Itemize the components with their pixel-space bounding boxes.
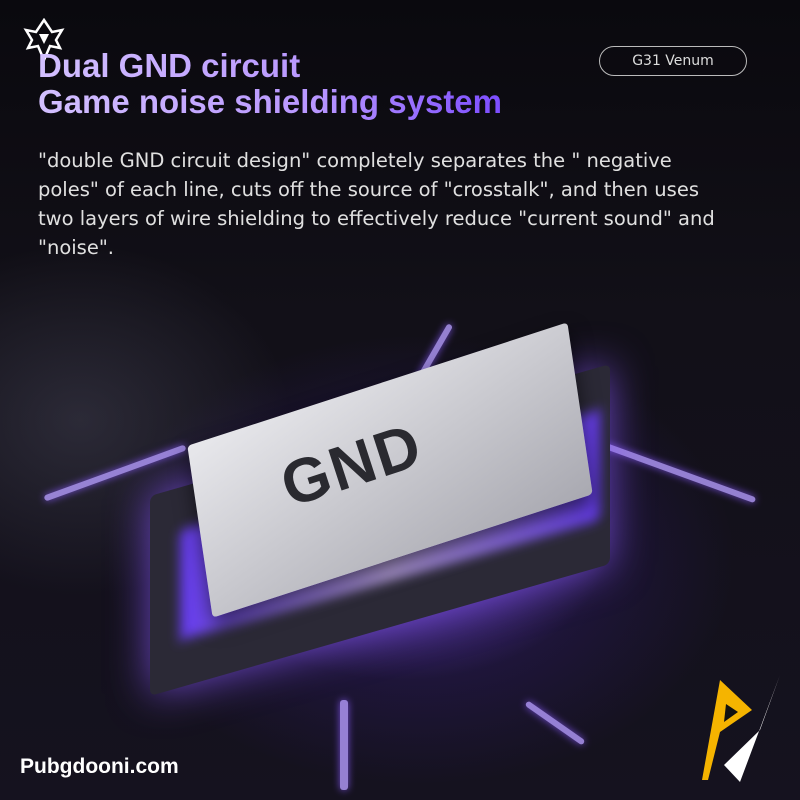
circuit-trace bbox=[340, 700, 348, 790]
page-title: Dual GND circuit Game noise shielding sy… bbox=[38, 48, 502, 120]
model-badge: G31 Venum bbox=[599, 46, 747, 76]
site-watermark: Pubgdooni.com bbox=[20, 755, 179, 778]
pd-watermark-logo-icon bbox=[702, 675, 780, 782]
title-line-2: Game noise shielding system bbox=[38, 83, 502, 120]
brand-logo-icon bbox=[23, 18, 65, 62]
title-line-1: Dual GND circuit bbox=[38, 47, 301, 84]
description-text: "double GND circuit design" completely s… bbox=[38, 149, 715, 259]
